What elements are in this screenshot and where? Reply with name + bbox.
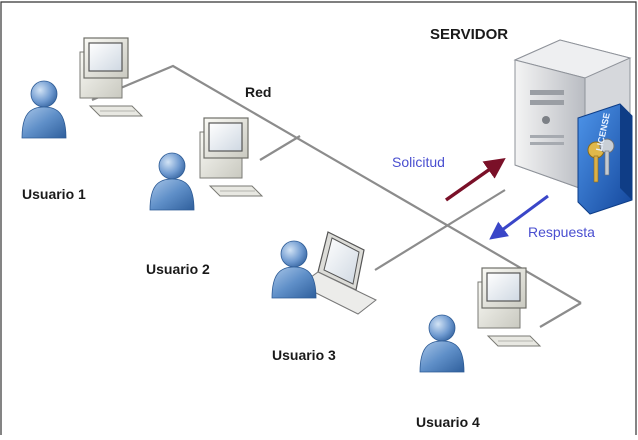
license-box-icon [577, 103, 633, 215]
person-icon-user3 [271, 240, 317, 299]
network-label: Red [245, 84, 272, 100]
desktop-computer-icon-user4 [477, 267, 541, 347]
laptop-icon-user3 [299, 231, 377, 315]
user-label-3: Usuario 3 [272, 347, 336, 363]
person-icon-user4 [419, 314, 465, 373]
user-label-4: Usuario 4 [416, 414, 480, 430]
person-icon-user1 [21, 80, 67, 139]
response-arrow [489, 194, 549, 240]
network-server-line [374, 189, 506, 271]
server-label: SERVIDOR [430, 26, 509, 43]
desktop-computer-icon-user2 [199, 117, 263, 197]
network-branch-user4 [539, 302, 582, 328]
request-arrow [444, 157, 506, 202]
person-icon-user2 [149, 152, 195, 211]
network-branch-user2 [259, 135, 301, 161]
user-label-1: Usuario 1 [22, 186, 86, 202]
request-label: Solicitud [392, 154, 445, 170]
response-label: Respuesta [528, 224, 595, 240]
user-label-2: Usuario 2 [146, 261, 210, 277]
key-icon [587, 138, 615, 183]
desktop-computer-icon-user1 [79, 37, 143, 117]
